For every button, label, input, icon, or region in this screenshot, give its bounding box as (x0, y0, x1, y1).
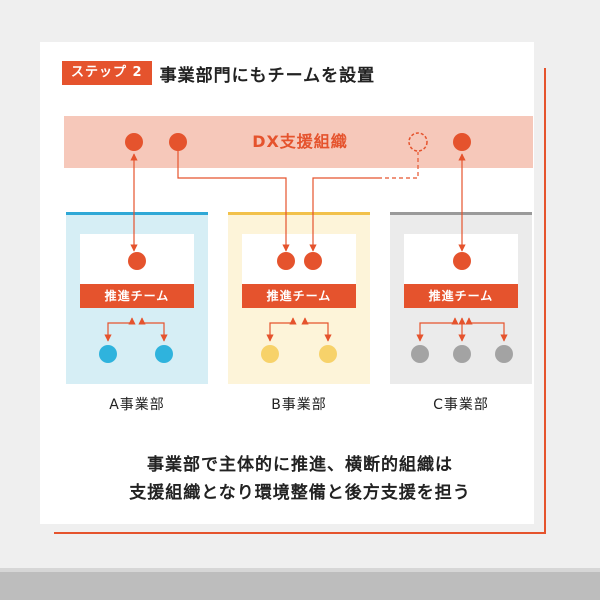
title-row: ステップ 2 事業部門にもチームを設置 (62, 61, 376, 86)
caption-line-2: 支援組織となり環境整備と後方支援を担う (129, 483, 471, 503)
step-badge: ステップ 2 (62, 61, 152, 85)
dx-member-node-2 (169, 133, 187, 151)
department-c-member-3 (495, 345, 513, 363)
department-a-leader-node (128, 252, 146, 270)
link-team-c-to-member-3 (465, 317, 508, 342)
department-b-leader-node-1 (277, 252, 295, 270)
page-shadow (0, 572, 600, 600)
department-a-member-2 (155, 345, 173, 363)
department-c-label: C事業部 (433, 397, 489, 413)
department-a-member-1 (99, 345, 117, 363)
caption-line-1: 事業部で主体的に推進、横断的組織は (147, 455, 453, 475)
department-b-label: B事業部 (271, 397, 327, 413)
link-dx-planned-dashed (378, 152, 419, 179)
department-b-member-1 (261, 345, 279, 363)
dx-member-node-1 (125, 133, 143, 151)
dx-support-label: DX支援組織 (252, 132, 348, 151)
department-c-member-1 (411, 345, 429, 363)
promotion-team-a: 推進チーム (80, 284, 194, 308)
link-dx-to-b-right (309, 177, 378, 252)
card-frame (54, 68, 546, 534)
department-c-member-2 (453, 345, 471, 363)
link-dx-to-b-left (177, 151, 290, 252)
link-team-a-to-member-1 (104, 317, 136, 342)
page-shadow-top (0, 568, 600, 574)
department-b-member-2 (319, 345, 337, 363)
department-c-leader-node (453, 252, 471, 270)
link-team-b-to-member-1 (266, 317, 297, 342)
page-title: 事業部門にもチームを設置 (159, 65, 376, 86)
department-a-label: A事業部 (109, 397, 165, 413)
department-b-leader-node-2 (304, 252, 322, 270)
dx-member-node-4 (453, 133, 471, 151)
department-b-inner-box (242, 234, 356, 284)
link-team-a-to-member-2 (138, 317, 168, 342)
dx-member-node-planned (408, 132, 428, 152)
promotion-team-c: 推進チーム (404, 284, 518, 308)
link-team-c-to-member-1 (416, 317, 459, 342)
link-team-b-to-member-2 (301, 317, 332, 342)
promotion-team-b: 推進チーム (242, 284, 356, 308)
